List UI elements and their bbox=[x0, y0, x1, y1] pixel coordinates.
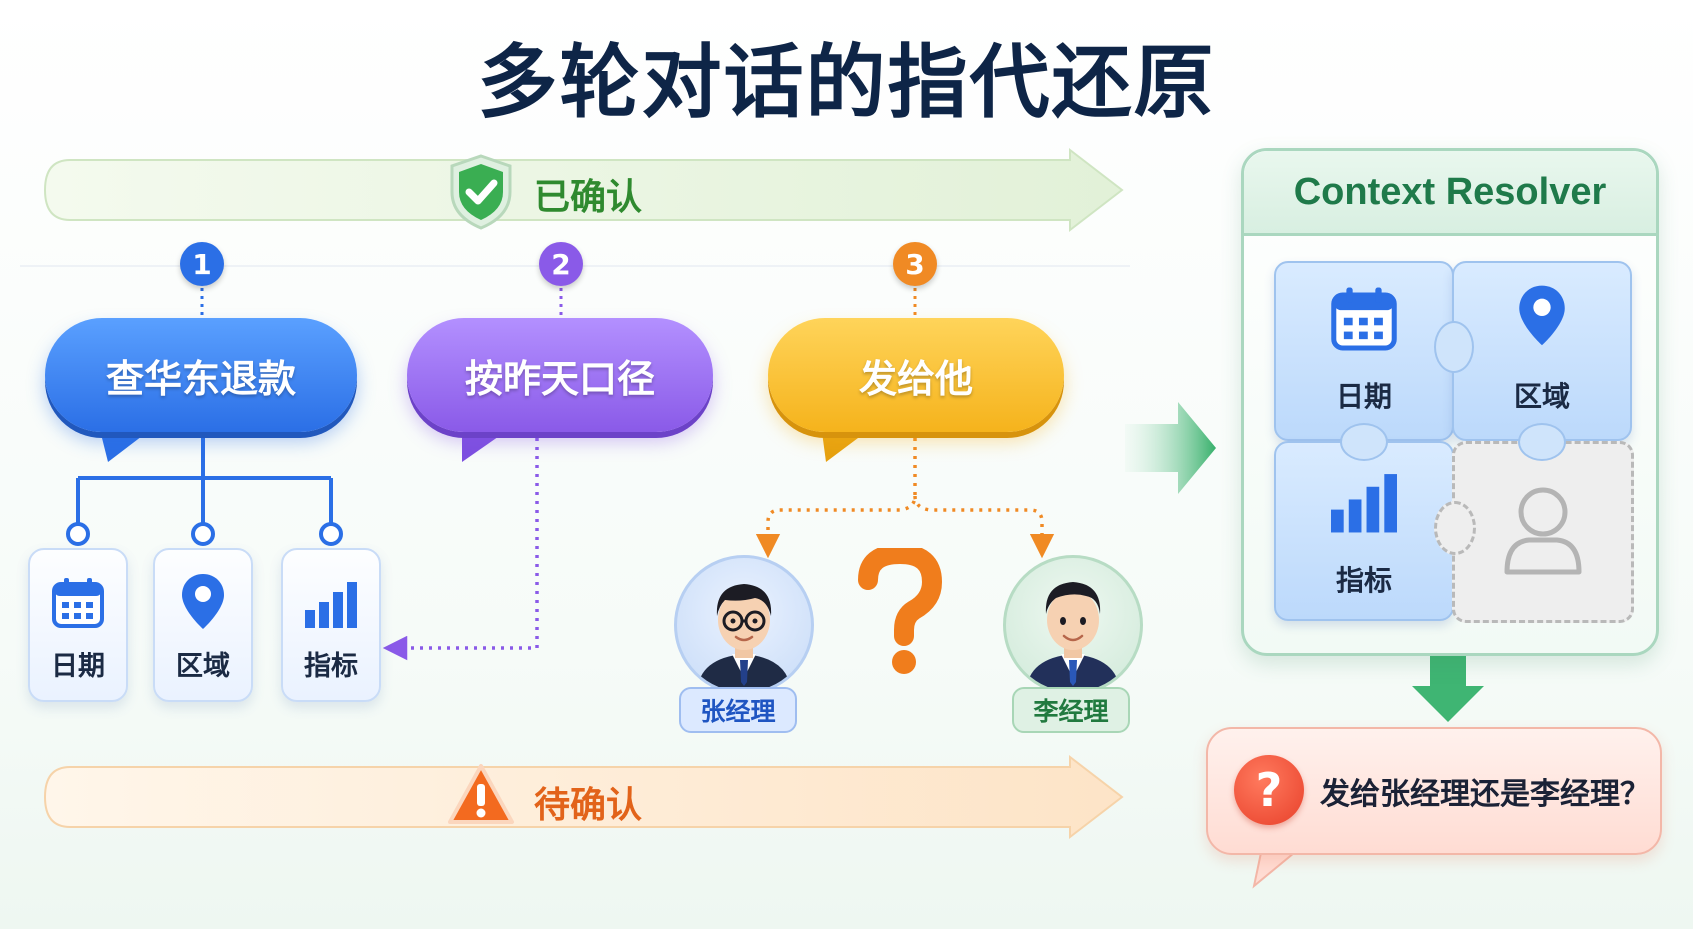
pending-label: 待确认 bbox=[534, 785, 643, 826]
bar-chart-icon bbox=[305, 582, 357, 628]
resolver-label-metric: 指标 bbox=[1335, 564, 1392, 597]
to-clarification-arrow bbox=[1412, 652, 1484, 722]
turn-1-badge: 1 bbox=[180, 242, 224, 286]
slot-label-metric: 指标 bbox=[304, 651, 358, 682]
manager-icon bbox=[1026, 582, 1120, 692]
resolver-title: Context Resolver bbox=[1244, 151, 1656, 236]
candidate-tag-li: 李经理 bbox=[1012, 687, 1130, 733]
turn-2-badge: 2 bbox=[539, 242, 583, 286]
slot-label-region: 区域 bbox=[176, 651, 230, 682]
location-pin-icon bbox=[1519, 285, 1565, 346]
resolver-label-date: 日期 bbox=[1335, 380, 1392, 413]
candidate-tag-zhang: 张经理 bbox=[679, 687, 797, 733]
calendar-icon bbox=[1331, 287, 1397, 351]
reference-fork-right bbox=[913, 495, 1055, 559]
location-pin-icon bbox=[182, 574, 224, 629]
avatar-li bbox=[1003, 555, 1143, 695]
turn-2-bubble: 按昨天口径 bbox=[407, 318, 713, 432]
puzzle-piece-missing-person bbox=[1452, 441, 1634, 623]
ambiguity-question-icon bbox=[858, 543, 943, 682]
question-icon: ? bbox=[1234, 755, 1304, 825]
calendar-icon bbox=[52, 578, 104, 628]
to-resolver-arrow bbox=[1125, 402, 1216, 494]
page-title: 多轮对话的指代还原 bbox=[477, 36, 1216, 129]
confirmed-label: 已确认 bbox=[534, 177, 643, 218]
turn-3-badge: 3 bbox=[893, 242, 937, 286]
context-resolver-panel: Context Resolver 日期 区域 指标 bbox=[1241, 148, 1659, 656]
slot-card-date: 日期 bbox=[28, 548, 128, 702]
turn-3-bubble: 发给他 bbox=[768, 318, 1064, 432]
manager-with-glasses-icon bbox=[697, 584, 791, 692]
puzzle-piece-date: 日期 bbox=[1274, 261, 1454, 441]
clarification-text: 发给张经理还是李经理？ bbox=[1320, 777, 1650, 812]
slot-card-region: 区域 bbox=[153, 548, 253, 702]
clarification-bubble: ? 发给张经理还是李经理？ bbox=[1206, 727, 1662, 855]
turn-1-bubble: 查华东退款 bbox=[45, 318, 357, 432]
confirmed-shield-icon bbox=[446, 152, 516, 236]
slot-label-date: 日期 bbox=[51, 651, 105, 682]
pending-banner-arrow bbox=[43, 754, 1124, 840]
slot-tree bbox=[76, 432, 333, 528]
warning-icon bbox=[446, 760, 516, 834]
puzzle-piece-metric: 指标 bbox=[1274, 441, 1454, 621]
slot-card-metric: 指标 bbox=[281, 548, 381, 702]
reference-fork-left bbox=[755, 438, 917, 559]
puzzle-piece-region: 区域 bbox=[1452, 261, 1632, 441]
reference-arrow-yesterday bbox=[382, 438, 539, 661]
bar-chart-icon bbox=[1331, 474, 1397, 533]
confirmed-banner-arrow bbox=[43, 147, 1124, 233]
resolver-label-region: 区域 bbox=[1513, 380, 1570, 413]
avatar-zhang bbox=[674, 555, 814, 695]
person-outline-icon bbox=[1504, 487, 1582, 575]
